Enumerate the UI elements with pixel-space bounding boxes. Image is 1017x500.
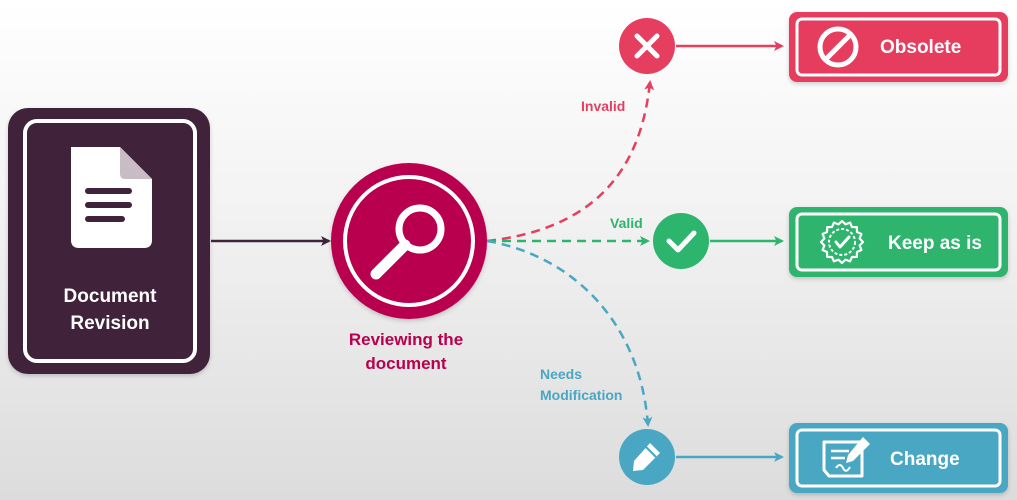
invalid-node [619,18,675,74]
x-icon [634,33,660,59]
obsolete-label: Obsolete [880,37,961,58]
review-label-line1: Reviewing the [349,330,463,349]
obsolete-inner-border [795,17,1002,77]
pencil-icon [633,443,660,471]
document-icon [71,147,152,248]
review-circle [331,163,487,319]
keep-as-is-outcome: Keep as is [789,207,1008,277]
check-icon [666,230,697,253]
invalid-dashed-arrow [486,80,655,243]
document-revision-node: Document Revision [8,108,210,374]
change-outcome: Change [789,423,1008,493]
modify-node [619,429,675,485]
valid-circle [653,213,709,269]
document-revision-inner-border [23,119,197,363]
review-label-line2: document [365,354,447,373]
review-node: Reviewing the document [331,163,487,373]
document-revision-label-line2: Revision [70,313,149,334]
valid-node [653,213,709,269]
modify-edge-label-line2: Modification [540,387,622,403]
keep-as-is-box [789,207,1008,277]
modify-edge-label-line1: Needs [540,366,582,382]
document-revision-label-line1: Document [64,286,158,307]
keep-as-is-inner-border [795,212,1002,272]
obsolete-outcome: Obsolete [789,12,1008,82]
modify-dashed-arrow [486,239,653,427]
change-label: Change [890,449,960,470]
certified-badge-icon [819,219,865,265]
magnifier-icon [370,204,445,280]
change-inner-border [795,428,1002,488]
invalid-edge-label: Invalid [581,98,625,114]
no-entry-icon [817,26,859,68]
review-inner-ring [343,175,475,307]
valid-edge-label: Valid [610,215,643,231]
document-edit-icon [822,437,870,478]
keep-as-is-label: Keep as is [888,233,982,254]
